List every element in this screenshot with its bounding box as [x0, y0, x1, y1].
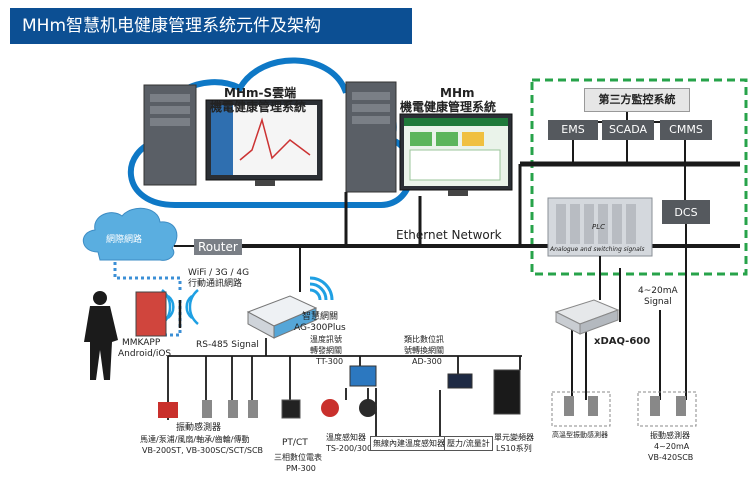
ptct-label: PT/CT	[282, 438, 308, 448]
meter-label-2: PM-300	[286, 464, 316, 473]
rs485-bus	[167, 338, 522, 440]
cloud-server-label-1: MHm-S雲端	[224, 86, 297, 100]
analog-vib-label-1: 振動感測器	[650, 431, 690, 440]
plc-label: PLC	[592, 223, 606, 231]
meter-icon	[281, 399, 301, 419]
analog-gateway-icon	[447, 373, 473, 389]
wifi-signal-icon	[309, 276, 334, 301]
local-server-monitor	[399, 113, 513, 196]
cloud-server-tower	[143, 84, 197, 186]
analog-vib-label-3: VB-420SCB	[648, 453, 694, 462]
local-server-label-1: MHm	[440, 86, 475, 100]
vibration-sensor-icons	[158, 400, 258, 418]
high-temp-vib-label: 高溫型振動感測器	[552, 431, 608, 439]
wireless-label: WiFi / 3G / 4G	[188, 268, 250, 278]
xdaq-label: xDAQ-600	[594, 336, 651, 347]
ems-box[interactable]: EMS	[561, 123, 585, 136]
temp-sensor-label-1: 溫度感知器	[326, 433, 366, 442]
local-server-label-2: 機電健康管理系統	[400, 100, 497, 114]
third-party-title: 第三方監控系統	[584, 88, 690, 112]
analog-gateway-label-2: 號轉換網關	[404, 346, 444, 355]
vibration-label-3: VB-200ST, VB-300SC/SCT/SCB	[142, 446, 264, 455]
tp-boxes	[548, 120, 712, 224]
cloud-server-monitor	[205, 99, 323, 186]
xdaq-signal-2: Signal	[644, 297, 672, 307]
inverter-label-2: LS10系列	[496, 444, 532, 453]
dcs-box[interactable]: DCS	[674, 206, 698, 219]
plc-caption: Analogue and switching signals	[550, 246, 645, 253]
temp-box-label: 無線內建溫度感知器	[370, 436, 448, 451]
local-server-tower	[345, 81, 397, 193]
phone-icon	[135, 291, 167, 337]
gateway-device	[246, 295, 318, 339]
high-temp-vib-box	[551, 391, 611, 427]
antenna-tower-icon	[161, 289, 199, 328]
cmms-box[interactable]: CMMS	[669, 123, 703, 136]
signal-lines	[571, 224, 687, 400]
ethernet-label: Ethernet Network	[396, 228, 502, 242]
pressure-label: 壓力/流量計	[444, 436, 493, 451]
gateway-label-1: 智慧網關	[302, 312, 339, 322]
temp-gateway-icon	[349, 365, 377, 387]
xdaq-signal-1: 4~20mA	[638, 286, 678, 296]
third-party-boundary	[530, 78, 748, 276]
cloud-server-label-2: 機電健康管理系統	[210, 100, 307, 114]
internet-cloud-icon	[82, 207, 178, 261]
vibration-label-2: 馬達/泵浦/風扇/軸承/齒輪/傳動	[140, 435, 250, 444]
app-label-1: MMKAPP	[122, 338, 161, 348]
temp-sensor-black-icon	[359, 399, 377, 417]
internet-label: 網際網路	[106, 235, 143, 245]
plc-panel	[547, 197, 653, 257]
meter-label-1: 三相數位電表	[274, 453, 322, 462]
analog-gateway-label-3: AD-300	[412, 357, 442, 366]
temp-gateway-label-2: 轉發網關	[310, 346, 342, 355]
router-box[interactable]: Router	[194, 239, 242, 255]
gateway-label-2: AG-300Plus	[294, 323, 346, 333]
analog-gateway-label-1: 類比數位訊	[404, 335, 444, 344]
rs485-label: RS-485 Signal	[196, 340, 259, 350]
app-label-2: Android/iOS	[118, 349, 172, 359]
temp-gateway-label-1: 溫度訊號	[310, 335, 342, 344]
analog-vib-label-2: 4~20mA	[654, 442, 690, 451]
analog-vib-box	[637, 391, 697, 427]
temp-gateway-label-3: TT-300	[316, 357, 344, 366]
temp-sensor-label-2: TS-200/300	[326, 444, 373, 453]
inverter-label-1: 單元變頻器	[494, 433, 534, 442]
xdaq-device	[554, 299, 620, 335]
person-figure	[84, 291, 118, 380]
vibration-label-1: 振動感測器	[176, 423, 222, 433]
temp-sensor-red-icon	[321, 399, 339, 417]
scada-box[interactable]: SCADA	[609, 123, 647, 136]
wireless-label-2: 行動通訊網路	[188, 279, 243, 289]
inverter-icon	[493, 369, 521, 415]
page-title: MHm智慧机电健康管理系统元件及架构	[10, 8, 412, 44]
